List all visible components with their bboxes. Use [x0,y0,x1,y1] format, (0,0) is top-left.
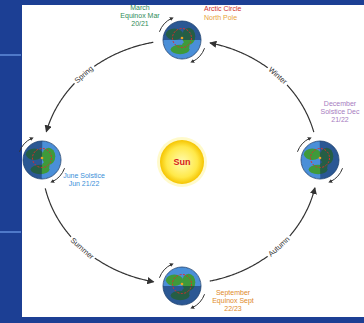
globe-outline [163,267,201,305]
season-date-label: June Solstice Jun 21/22 [62,172,106,188]
arctic-circle-ring [173,29,192,48]
earth-globe: September Equinox Sept 22/23 [163,267,201,305]
globe-drawing [301,141,339,179]
season-label: Summer [67,234,97,262]
arctic-circle-ring [33,149,52,168]
season-date-label: September Equinox Sept 22/23 [208,289,258,313]
north-pole-dot [181,283,184,286]
ocean [23,141,61,179]
stripe-line [0,54,21,56]
globe-drawing [163,21,201,59]
night-side [23,141,43,179]
season-label: Winter [265,64,290,88]
earth-globe: June Solstice Jun 21/22 [23,141,61,179]
callout-label: Arctic Circle [204,5,241,13]
land [166,275,183,286]
season-arrow [210,43,314,132]
globe-outline [163,21,201,59]
ocean [163,21,201,59]
callout-label: North Pole [204,14,237,22]
arctic-circle-ring [173,275,192,294]
north-pole-dot [181,37,184,40]
sun-glow [157,137,207,187]
earth-globe: March Equinox Mar 20/21 [163,21,201,59]
north-pole-dot [319,157,322,160]
season-label: Spring [71,63,96,87]
sun-circle: Sun [160,140,204,184]
season-arrow [45,188,153,281]
globe-outline [301,141,339,179]
season-arrow [46,42,153,131]
land [42,162,50,170]
sun-disc [160,140,204,184]
season-arrow [210,188,315,281]
season-label: Autumn [265,234,293,261]
stripe-line [0,231,21,233]
globe-outline [23,141,61,179]
night-side [163,21,201,40]
night-side [163,286,201,305]
land [42,148,55,165]
land [182,42,190,50]
ocean [301,141,339,179]
north-pole-dot [41,157,44,160]
season-date-label: December Solstice Dec 21/22 [318,100,362,124]
ocean [163,267,201,305]
globe-drawing [163,267,201,305]
arctic-circle-ring [311,149,330,168]
white-panel [22,5,364,317]
sun-label: Sun [160,157,204,167]
season-date-label: March Equinox Mar 20/21 [118,4,162,28]
land [304,149,321,160]
globe-drawing [23,141,61,179]
earth-globe: December Solstice Dec 21/22 [301,141,339,179]
